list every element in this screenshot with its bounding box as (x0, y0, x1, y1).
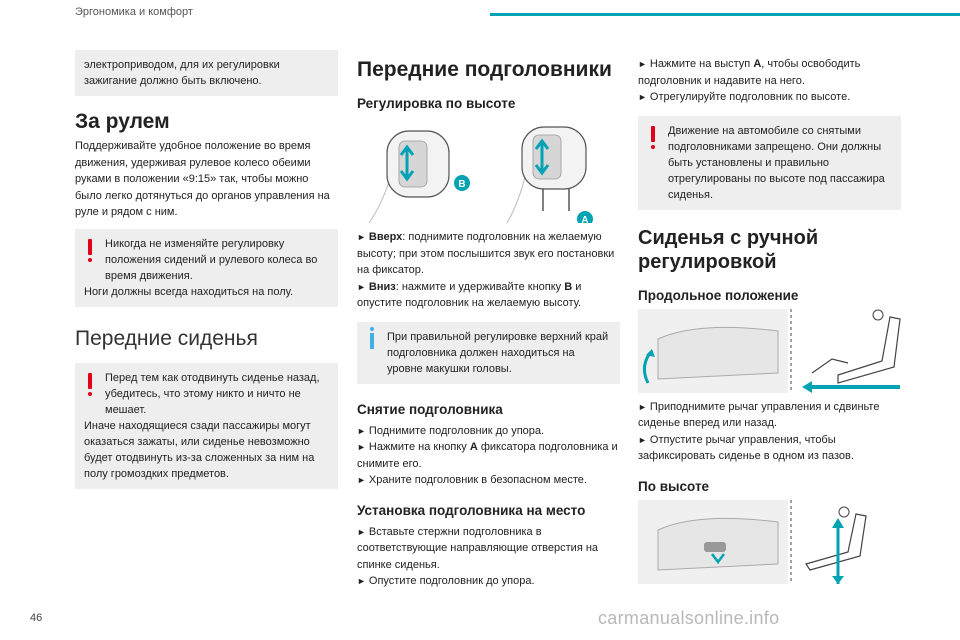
label-a: A (581, 215, 588, 223)
step-remove-2-text-a: Нажмите на кнопку (368, 441, 470, 453)
arrow-right-icon: ► (357, 475, 366, 485)
step-down-text-2: и опустите подголовник на желаемую высот… (357, 280, 582, 310)
step-remove-1: ►Поднимите подголовник до упора. (357, 423, 620, 440)
step-remove-2: ►Нажмите на кнопку A фиксатора подголовн… (357, 439, 620, 472)
step-long-1: ►Приподнимите рычаг управления и сдвиньт… (638, 399, 901, 432)
step-down-text-1: : нажмите и удерживайте кнопку (395, 280, 565, 293)
page-number: 46 (30, 612, 43, 624)
headrest-illustration: B A (357, 119, 620, 227)
step-remove-3: ►Храните подголовник в безопасном месте. (357, 472, 620, 489)
intro-note-box: электроприводом, для их регулировки зажи… (75, 50, 338, 96)
longitudinal-illustration (638, 308, 901, 393)
step-long-2: ►Отпустите рычаг управления, чтобы зафик… (638, 432, 901, 465)
step-install-3-button: A (753, 58, 762, 70)
heading-height-adjust: Регулировка по высоте (357, 96, 516, 111)
step-up-key: Вверх (368, 231, 403, 243)
step-install-1-text: Вставьте стержни подголовника в соответс… (357, 525, 599, 571)
warning-text-2: Ноги должны всегда находиться на полу. (84, 285, 294, 298)
step-remove-2-text-c: фиксатора подголовника и снимите его. (357, 441, 618, 470)
step-install-4: ►Отрегулируйте подголовник по высоте. (638, 89, 901, 106)
driving-paragraph: Поддерживайте удобное положение во время… (75, 140, 330, 218)
step-up: ►Вверх: поднимите подголовник на желаему… (357, 229, 620, 279)
step-down-button: B (564, 280, 573, 293)
warning-box-headrests: Движение на автомобиле со снятыми подгол… (638, 115, 901, 210)
header-accent-bar (490, 13, 960, 16)
step-install-2: ►Опустите подголовник до упора. (357, 573, 620, 590)
step-install-3-text-a: Нажмите на выступ (649, 58, 754, 70)
warning-text-3: Перед тем как отодвинуть сиденье назад, … (105, 371, 320, 416)
arrow-right-icon: ► (638, 434, 647, 445)
info-text: При правильной регулировке верхний край … (387, 330, 609, 375)
warning-box-seats: Перед тем как отодвинуть сиденье назад, … (75, 362, 338, 489)
warning-icon (651, 125, 655, 149)
label-b: B (458, 179, 465, 190)
heading-install: Установка подголовника на место (357, 502, 586, 518)
step-remove-2-button: A (469, 441, 478, 453)
label-b-marker (454, 175, 470, 191)
warning-text-4: Иначе находящиеся сзади пассажиры могут … (84, 419, 315, 480)
arrow-right-icon: ► (638, 401, 647, 412)
step-long-2-text: Отпустите рычаг управления, чтобы зафикс… (638, 433, 854, 463)
height-illustration (638, 499, 901, 584)
warning-icon (88, 238, 92, 262)
heading-longitudinal: Продольное положение (638, 287, 799, 303)
heading-remove: Снятие подголовника (357, 401, 503, 417)
step-install-3: ►Нажмите на выступ A, чтобы освободить п… (638, 56, 901, 89)
step-down: ►Вниз: нажмите и удерживайте кнопку B и … (357, 279, 620, 312)
heading-front-seats: Передние сиденья (75, 326, 258, 350)
heading-headrests: Передние подголовники (357, 58, 612, 81)
heading-manual-seats: Сиденья с ручной регулировкой (638, 226, 819, 273)
running-header: Эргономика и комфорт (75, 6, 193, 18)
step-install-4-text: Отрегулируйте подголовник по высоте. (649, 91, 851, 103)
step-install-1: ►Вставьте стержни подголовника в соответ… (357, 524, 620, 574)
column-middle: Передние подголовники Регулировка по выс… (357, 50, 620, 590)
column-left: электроприводом, для их регулировки зажи… (75, 50, 338, 499)
watermark: carmanualsonline.info (598, 608, 780, 628)
step-long-1-text: Приподнимите рычаг управления и сдвиньте… (638, 400, 880, 430)
arrow-right-icon: ► (357, 526, 366, 537)
arrow-right-icon: ► (638, 92, 647, 102)
step-up-text: : поднимите подголовник на желаемую высо… (357, 231, 615, 276)
warning-text-1: Никогда не изменяйте регулировку положен… (105, 237, 318, 282)
arrow-right-icon: ► (357, 442, 366, 452)
column-right: ►Нажмите на выступ A, чтобы освободить п… (638, 50, 901, 590)
arrow-right-icon: ► (638, 59, 647, 69)
step-remove-3-text: Храните подголовник в безопасном месте. (368, 474, 587, 486)
step-remove-1-text: Поднимите подголовник до упора. (368, 424, 545, 437)
arrow-right-icon: ► (357, 425, 366, 436)
heading-driving: За рулем (75, 110, 170, 133)
warning-text-5: Движение на автомобиле со снятыми подгол… (668, 124, 885, 201)
heading-height: По высоте (638, 478, 710, 494)
step-install-3-text-c: , чтобы освободить подголовник и надавит… (638, 58, 861, 87)
warning-icon (88, 372, 92, 396)
intro-note-text: электроприводом, для их регулировки зажи… (84, 59, 280, 87)
arrow-right-icon: ► (357, 576, 366, 586)
arrow-right-icon: ► (357, 232, 366, 242)
warning-box-driving: Никогда не изменяйте регулировку положен… (75, 228, 338, 307)
info-icon (370, 326, 374, 349)
arrow-right-icon: ► (357, 281, 366, 292)
step-down-key: Вниз (368, 280, 396, 293)
step-install-2-text: Опустите подголовник до упора. (368, 575, 535, 587)
info-box-headrest: При правильной регулировке верхний край … (357, 321, 620, 384)
